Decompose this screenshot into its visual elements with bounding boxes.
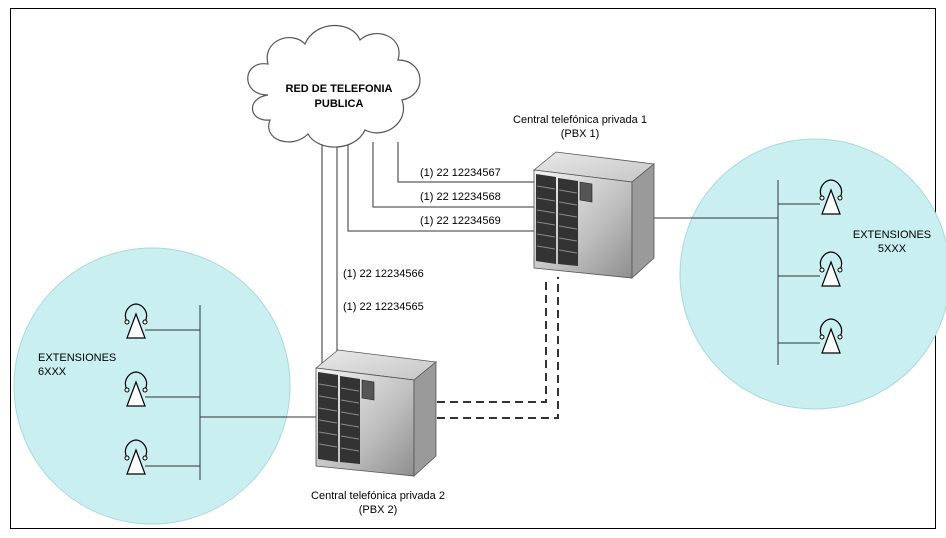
- extensions-5xxx-range: 5XXX: [878, 243, 907, 255]
- cloud-icon: [247, 24, 421, 148]
- trunk-number: (1) 22 12234569: [420, 215, 501, 227]
- trunk-wires-pbx1: [347, 142, 536, 232]
- extensions-5xxx-title: EXTENSIONES: [853, 229, 931, 241]
- server-icon: [315, 349, 437, 477]
- server-icon: [533, 151, 655, 279]
- pbx2-name: Central telefónica privada 2: [311, 490, 445, 502]
- trunk-number: (1) 22 12234566: [343, 268, 424, 280]
- pbx1-id: (PBX 1): [561, 128, 600, 140]
- trunk-number: (1) 22 12234568: [420, 191, 501, 203]
- trunk-wires-pbx2: [321, 140, 338, 372]
- extension-bus-5xxx: [777, 180, 820, 365]
- extensions-6xxx-range: 6XXX: [38, 366, 67, 378]
- extensions-6xxx-zone: [13, 247, 291, 525]
- extensions-5xxx-zone: [679, 138, 946, 410]
- cloud-label-line1: RED DE TELEFONIA: [286, 83, 393, 95]
- extensions-6xxx-title: EXTENSIONES: [38, 352, 116, 364]
- tie-lines: [437, 277, 559, 419]
- pbx1-name: Central telefónica privada 1: [513, 114, 647, 126]
- trunk-number: (1) 22 12234565: [343, 301, 424, 313]
- cloud-label-line2: PUBLICA: [315, 98, 364, 110]
- pbx2-id: (PBX 2): [359, 504, 398, 516]
- extension-bus-6xxx: [145, 305, 201, 480]
- trunk-number: (1) 22 12234567: [420, 167, 501, 179]
